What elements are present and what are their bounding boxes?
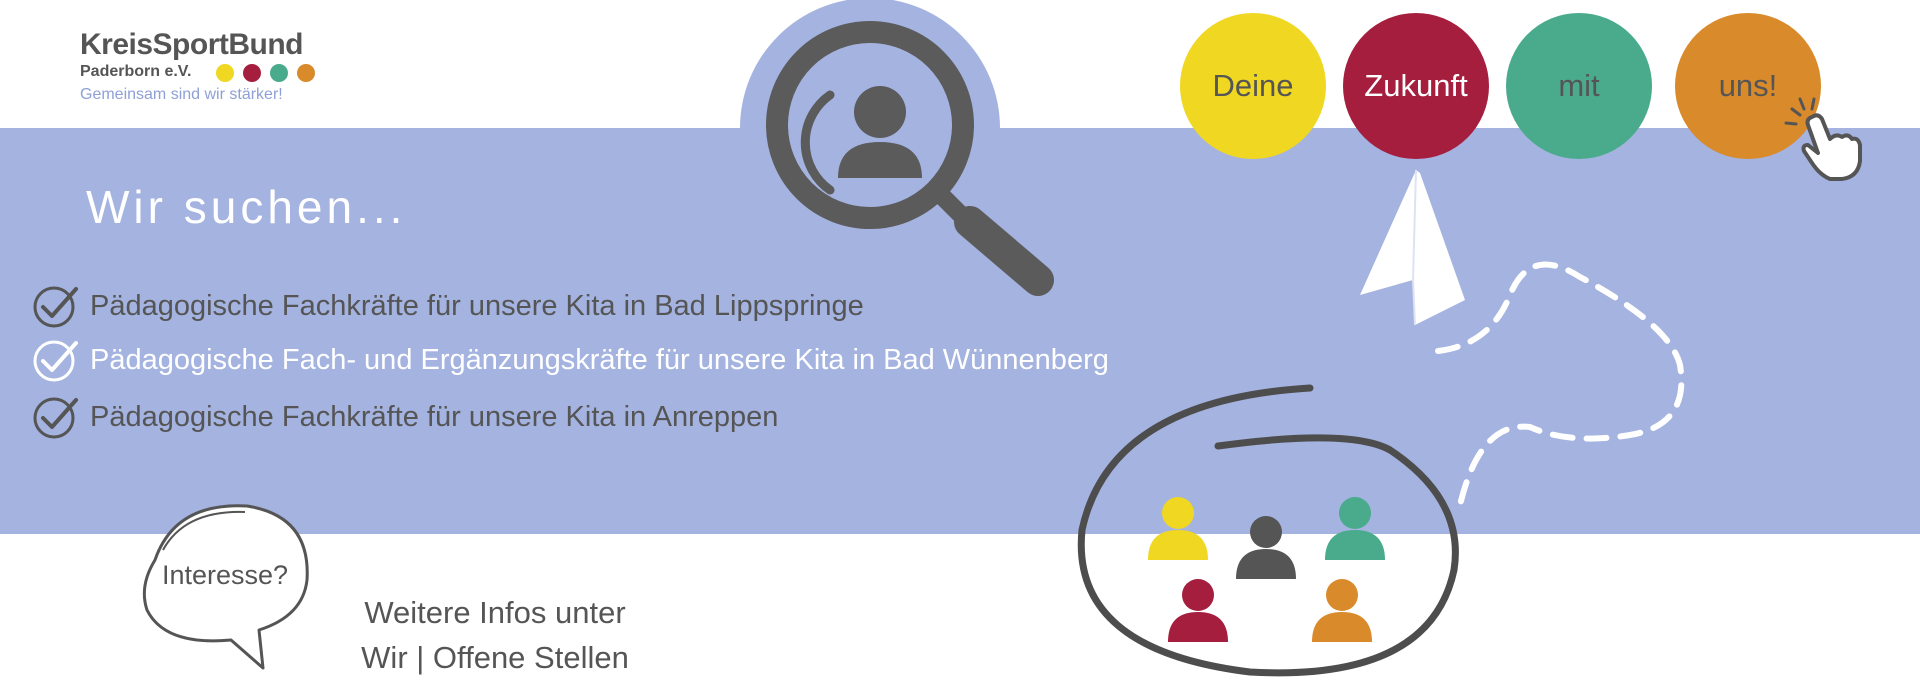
pointing-hand-icon xyxy=(1784,97,1862,181)
banner-band xyxy=(0,128,1920,534)
logo-dots xyxy=(216,64,315,82)
job-item[interactable]: Pädagogische Fachkräfte für unsere Kita … xyxy=(32,394,778,440)
checkmark-icon xyxy=(33,397,78,439)
job-item[interactable]: Pädagogische Fachkräfte für unsere Kita … xyxy=(32,283,864,329)
logo-dot-green xyxy=(270,64,288,82)
more-info-line: Weitere Infos unter xyxy=(364,595,626,630)
logo-subtitle: Paderborn e.V. xyxy=(80,63,192,80)
slogan-word: Zukunft xyxy=(1364,68,1468,103)
logo-title: KreisSportBund xyxy=(80,28,304,61)
checkmark-icon xyxy=(33,286,78,328)
speech-bubble-icon xyxy=(142,504,309,670)
more-info: Weitere Infos unter Wir | Offene Stellen xyxy=(350,590,640,680)
open-positions-link[interactable]: Wir | Offene Stellen xyxy=(361,640,629,675)
job-label: Pädagogische Fachkräfte für unsere Kita … xyxy=(90,289,864,322)
paper-plane-icon xyxy=(1360,169,1685,508)
team-people-icon xyxy=(1077,384,1459,677)
logo-dot-orange xyxy=(297,64,315,82)
logo-dot-red xyxy=(243,64,261,82)
slogan-word: Deine xyxy=(1212,68,1294,103)
job-item[interactable]: Pädagogische Fach- und Ergänzungskräfte … xyxy=(32,337,1109,383)
interest-label: Interesse? xyxy=(162,560,289,590)
slogan-circle-deine: Deine xyxy=(1180,13,1326,159)
logo-tagline: Gemeinsam sind wir stärker! xyxy=(80,86,283,103)
magnifier-person-icon xyxy=(740,0,1054,296)
job-label: Pädagogische Fach- und Ergänzungskräfte … xyxy=(90,343,1109,376)
slogan-word: mit xyxy=(1558,68,1600,103)
slogan-circle-mit: mit xyxy=(1506,13,1652,159)
slogan-circle-zukunft: Zukunft xyxy=(1343,13,1489,159)
slogan-word: uns! xyxy=(1718,68,1778,103)
logo-dot-yellow xyxy=(216,64,234,82)
page-title: Wir suchen... xyxy=(86,181,407,233)
job-label: Pädagogische Fachkräfte für unsere Kita … xyxy=(90,400,779,433)
slogan-circle-uns: uns! xyxy=(1675,13,1821,159)
checkmark-icon xyxy=(33,340,78,382)
